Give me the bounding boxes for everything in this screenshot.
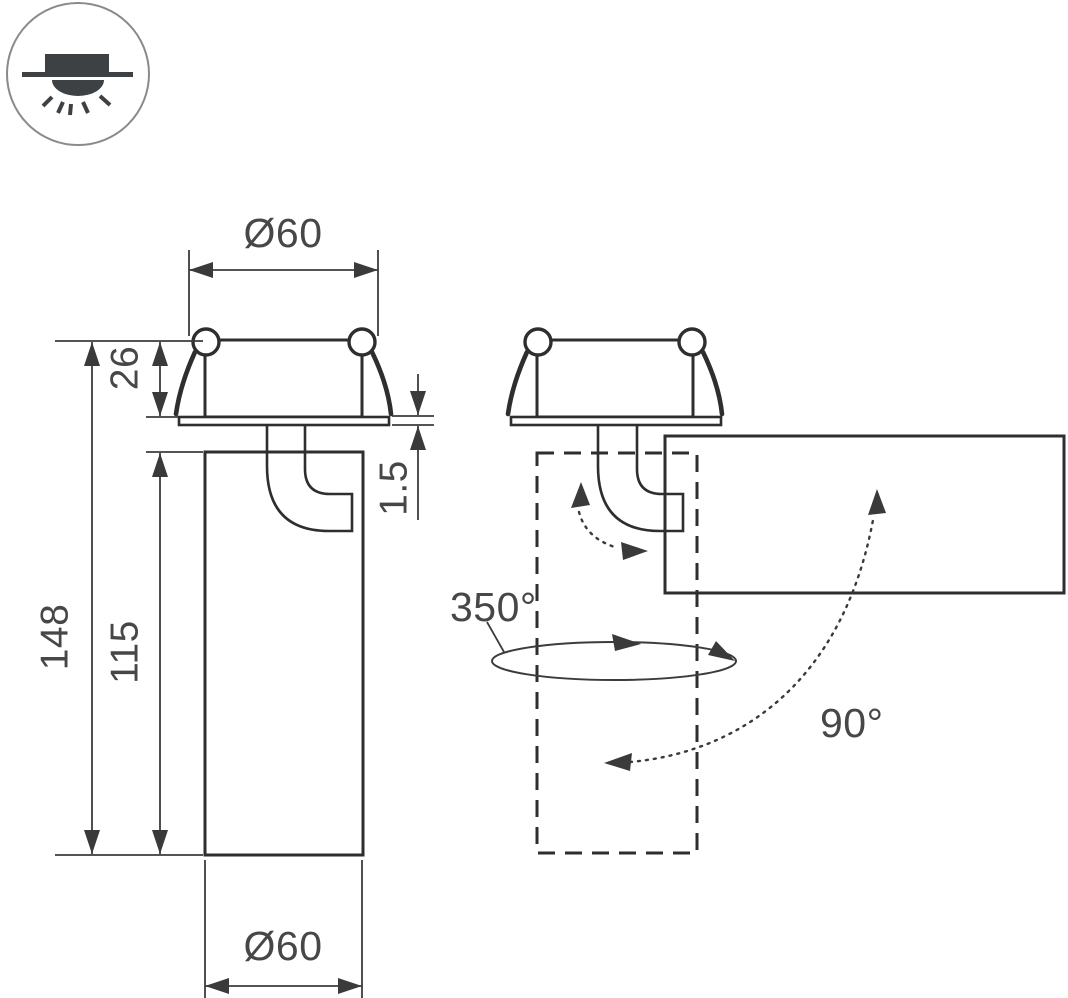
spring-clip-arm-right — [369, 349, 394, 417]
spring-clip-pivot-left — [191, 327, 221, 357]
recessed-downlight-icon — [6, 2, 150, 146]
rotation-350-indicator: 350° — [450, 584, 737, 681]
lamp-body — [203, 450, 365, 857]
spring-clip-arm-left — [173, 349, 198, 417]
tilt-arrow-small — [571, 482, 648, 560]
bottom-diameter-label: Ø60 — [244, 923, 323, 969]
dim-top-diameter: Ø60 — [188, 210, 379, 336]
swivel-elbow — [265, 425, 354, 533]
icon-light-rays — [41, 94, 112, 116]
lamp-body-dashed-position — [535, 451, 699, 855]
spring-clip-arm-left-right-view — [505, 349, 530, 417]
trim-flange-right-view — [509, 415, 723, 427]
icon-ceiling-line — [22, 72, 133, 77]
flange-thickness-label: 1.5 — [372, 460, 415, 516]
icon-lamp-dome — [52, 80, 104, 96]
dim-flange-thickness: 1.5 — [372, 374, 434, 520]
icon-ring — [6, 2, 150, 146]
dim-recess-height: 26 — [55, 340, 203, 418]
lamp-body-tilted-position — [663, 434, 1066, 595]
tilt-90-label: 90° — [820, 700, 884, 746]
recess-height-label: 26 — [103, 346, 146, 390]
housing-body-right — [535, 338, 695, 419]
left-view: Ø60 26 1.5 148 115 — [33, 210, 434, 998]
swivel-elbow-right-view — [596, 425, 685, 533]
dim-bottom-diameter: Ø60 — [204, 860, 363, 998]
total-height-label: 148 — [33, 604, 76, 671]
spring-clip-arm-right-right-view — [700, 349, 725, 417]
rotation-350-label: 350° — [450, 584, 537, 630]
spring-clip-pivot-right — [347, 327, 377, 357]
trim-flange — [177, 415, 391, 427]
rotation-350-leader-line — [486, 621, 505, 653]
right-view: 350° 90° — [450, 327, 1066, 855]
dim-body-height: 115 — [103, 451, 203, 854]
dim-total-height: 148 — [33, 342, 203, 856]
tilt-90-indicator: 90° — [604, 489, 886, 771]
top-diameter-label: Ø60 — [244, 210, 323, 256]
icon-housing — [45, 54, 109, 74]
spring-clip-pivot-right-right-view — [677, 327, 707, 357]
body-height-label: 115 — [103, 620, 146, 684]
housing-body — [203, 338, 364, 419]
spring-clip-pivot-left-right-view — [523, 327, 553, 357]
